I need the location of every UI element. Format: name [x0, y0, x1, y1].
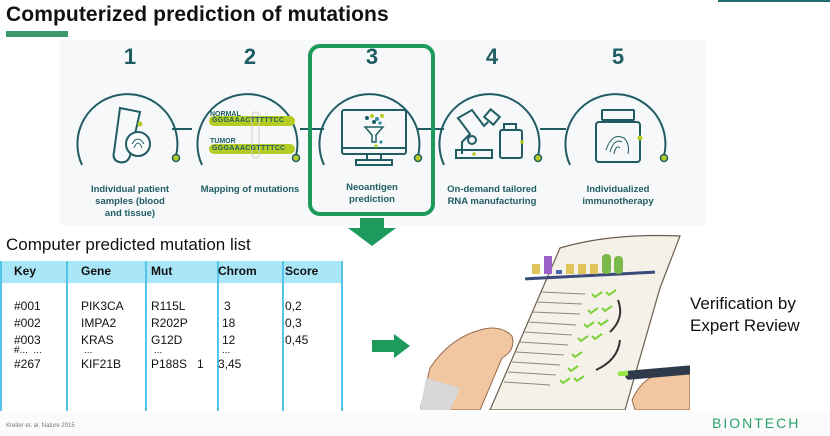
column-header-score: Score: [285, 264, 319, 278]
column-header-key: Key: [14, 264, 37, 278]
column-divider: [66, 261, 68, 411]
step-label: Individualized immunotherapy: [582, 184, 654, 207]
step-4: 4 On-demand tailored RNA manufacturing: [432, 44, 552, 207]
column-divider: [282, 261, 284, 411]
column-header-mut: Mut: [151, 264, 173, 278]
step-2: 2 NORMAL GGGAAACTTTTTCC TUMOR GGGAAACGTT…: [190, 44, 310, 195]
step-number: 3: [365, 44, 379, 69]
robot-arm-vial-icon: [438, 93, 543, 166]
step-number: 2: [243, 44, 257, 69]
step-connector: [172, 128, 192, 130]
computer-funnel-icon: [318, 93, 423, 166]
mutation-table-title: Computer predicted mutation list: [6, 235, 251, 254]
checklist-lines-icon: [503, 291, 586, 386]
process-steps-panel: [60, 40, 705, 225]
normal-label: NORMAL: [210, 111, 241, 118]
step-number: 1: [123, 44, 137, 69]
checkmarks-icon: [559, 289, 617, 385]
verification-text: Verification by Expert Review: [690, 294, 800, 335]
table-header: [0, 261, 343, 283]
citation: Kreiter et. al. Nature 2015: [6, 423, 75, 429]
test-tube-fingerprint-icon: [76, 93, 181, 166]
biontech-logo: BIONTECH: [712, 415, 801, 431]
title-underline: [6, 31, 68, 37]
corner-decoration: [718, 0, 830, 2]
step-connector: [540, 128, 566, 130]
step-label: On-demand tailored RNA manufacturing: [447, 184, 537, 207]
column-divider: [145, 261, 147, 411]
step-label: Mapping of mutations: [200, 184, 300, 195]
step-label: Individual patient samples (blood and ti…: [90, 184, 170, 219]
column-divider: [341, 261, 343, 411]
step-3: 3 Neoantigen prediction: [312, 44, 432, 205]
column-divider: [0, 261, 2, 411]
footer-band: [0, 412, 830, 436]
expert-review-illustration: [420, 234, 690, 410]
right-arrow-icon: [372, 334, 410, 358]
vial-fingerprint-icon: [564, 93, 669, 166]
tumor-label: TUMOR: [210, 138, 236, 145]
tumor-sequence: GGGAAACGTTTTCC: [212, 145, 286, 152]
paper-chart-icon: [525, 254, 656, 281]
down-arrow-icon: [348, 218, 396, 246]
step-1: 1 Individual patient samples (blood and …: [70, 44, 190, 219]
step-number: 4: [485, 44, 499, 69]
page-title: Computerized prediction of mutations: [6, 3, 389, 26]
highlighted-step-frame: [308, 44, 435, 216]
column-header-chrom: Chrom: [218, 264, 257, 278]
sequence-alignment-icon: [196, 93, 301, 166]
mutation-table: Key Gene Mut Chrom Score #001 PIK3CA R11…: [0, 261, 343, 411]
step-number: 5: [611, 44, 625, 69]
column-header-gene: Gene: [81, 264, 112, 278]
step-5: 5 Individualized immunotherapy: [558, 44, 678, 207]
step-connector: [300, 128, 324, 130]
column-divider: [217, 261, 219, 411]
step-label: Neoantigen prediction: [346, 182, 398, 205]
normal-sequence: GGGAAACTTTTTCC: [212, 117, 285, 124]
